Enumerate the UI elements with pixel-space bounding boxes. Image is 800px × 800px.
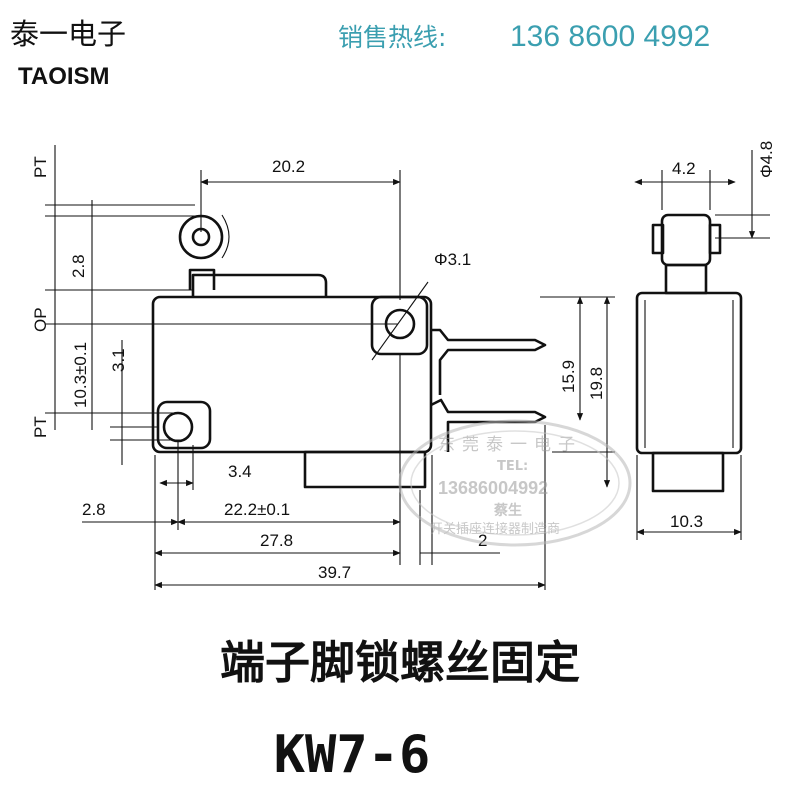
dim-terminal-pitch: 2 [478,531,487,550]
lever-arm [188,268,216,290]
terminal-upper [431,328,547,395]
roller-travel-arc [221,214,230,259]
end-body-outline [635,291,743,455]
dim-side-thickness: 10.3 [670,512,703,531]
watermark-stamp: 东莞泰一电子 TEL: 13686004992 蔡生 开关插座连接器制造商 [398,419,632,547]
dim-hole-lower: 3.4 [228,462,252,481]
hotline-label: 销售热线: [338,23,446,52]
actuator-lever [191,273,328,297]
end-bottom-block [651,451,725,493]
dim-total-length: 39.7 [318,563,351,582]
switch-end-view: 4.2 Φ4.8 10.3 [634,141,776,540]
dim-hole-spacing: 22.2±0.1 [224,500,290,519]
watermark-contact: 蔡生 [493,502,522,519]
dim-hole-gap: 3.1 [109,348,128,372]
watermark-ring [398,419,632,547]
dim-side-width: 4.2 [672,159,696,178]
end-roller [660,213,712,267]
switch-side-view [151,214,547,489]
watermark-phone: 13686004992 [438,478,548,498]
dim-left-offset: 2.8 [82,500,106,519]
watermark-bottom: 开关插座连接器制造商 [430,521,560,537]
dim-pt-top: PT [31,156,50,178]
main-view-dimensions: 20.2 PT 2.8 OP 10.3±0.1 3.1 PT Φ3.1 15.9… [31,145,615,590]
end-lever [664,263,708,295]
dim-lever-offset: 2.8 [69,254,88,278]
hotline-number: 136 8600 4992 [510,20,710,53]
caption-description: 端子脚锁螺丝固定 [220,636,580,689]
dim-pt-bottom: PT [31,416,50,438]
dim-top-width: 20.2 [272,157,305,176]
upper-mount-boss [370,295,429,356]
end-axle-left [651,223,665,255]
dim-roller-dia: Φ4.8 [757,141,776,178]
dim-hole-upper: Φ3.1 [434,250,471,269]
lower-mount-boss [156,400,212,450]
dim-body-length: 27.8 [260,531,293,550]
lower-mount-hole [162,411,194,443]
dim-op: OP [31,307,50,332]
watermark-tel: TEL: [497,459,528,474]
switch-bottom-block [303,450,427,489]
caption-model: KW7-6 [274,725,431,785]
end-axle-right [708,223,722,255]
dim-body-height: 19.8 [587,367,606,400]
brand-name: 泰一电子 [10,17,126,51]
switch-body-outline [151,295,433,454]
dim-mount-height: 10.3±0.1 [71,342,90,408]
brand-latin: TAOISM [18,63,110,90]
dim-terminal-height: 15.9 [559,360,578,393]
terminal-lower [430,398,547,452]
watermark-top: 东莞泰一电子 [438,435,582,455]
